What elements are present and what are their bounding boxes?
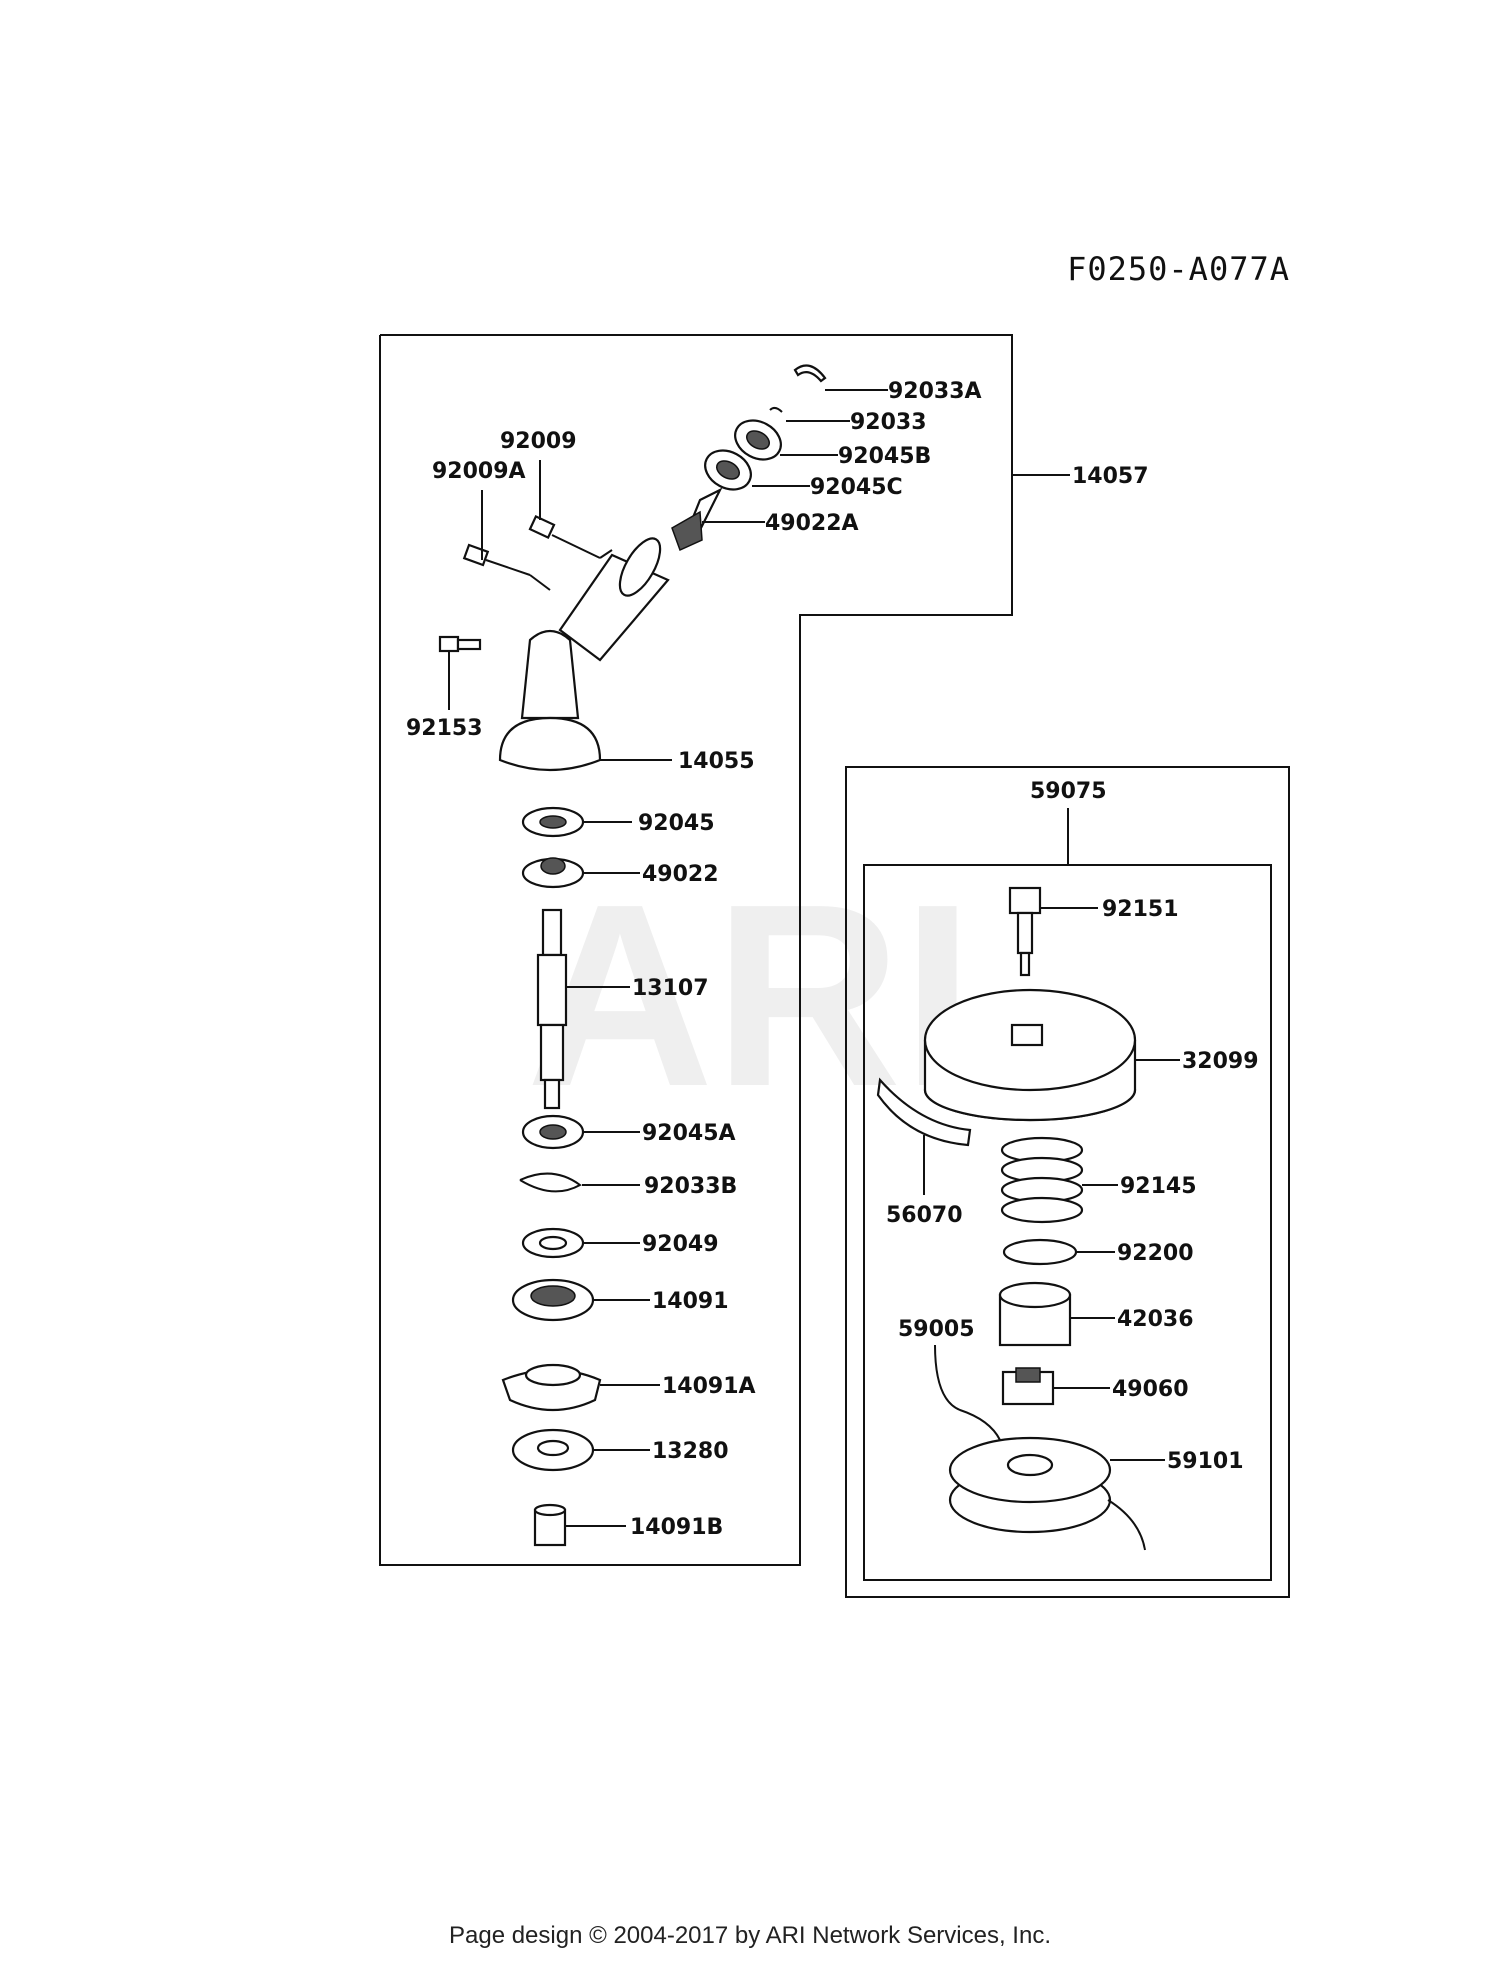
label-14055: 14055 xyxy=(678,749,755,774)
trimmer-line-59005[interactable] xyxy=(934,1344,1001,1441)
label-92045c: 92045C xyxy=(810,475,903,500)
bolt-92151[interactable] xyxy=(1008,886,1042,977)
page-footer: Page design © 2004-2017 by ARI Network S… xyxy=(448,1922,1051,1949)
cover-14091a[interactable] xyxy=(501,1363,602,1412)
label-92151: 92151 xyxy=(1102,897,1179,922)
label-92009a: 92009A xyxy=(432,459,526,484)
label-49060: 49060 xyxy=(1112,1377,1189,1402)
label-32099: 32099 xyxy=(1182,1049,1259,1074)
label-92033a: 92033A xyxy=(888,379,982,404)
washer-13280[interactable] xyxy=(511,1428,595,1472)
shaft-13107[interactable] xyxy=(536,908,568,1110)
spool-59101[interactable] xyxy=(948,1436,1146,1551)
label-56070[interactable] xyxy=(876,1077,972,1147)
gear-49022[interactable] xyxy=(521,857,585,889)
cutter-head-outer-boundary xyxy=(845,766,1290,1598)
label-92033b: 92033B xyxy=(644,1174,737,1199)
screw-92009[interactable] xyxy=(528,514,601,559)
label-49022a: 49022A xyxy=(765,511,859,536)
label-14091a: 14091A xyxy=(662,1374,756,1399)
circlip-92033b[interactable] xyxy=(519,1172,582,1193)
bearing-92045c[interactable] xyxy=(698,443,757,497)
bearing-92045[interactable] xyxy=(521,806,585,838)
label-59075: 59075 xyxy=(1030,779,1107,804)
label-92045: 92045 xyxy=(638,811,715,836)
circlip-92033a[interactable] xyxy=(793,364,827,383)
diagram-code: F0250-A077A xyxy=(1067,250,1290,288)
label-14091: 14091 xyxy=(652,1289,729,1314)
knob-42036[interactable] xyxy=(998,1281,1072,1347)
gear-case-14055[interactable] xyxy=(498,532,670,772)
label-14091b: 14091B xyxy=(630,1515,723,1540)
washer-92049[interactable] xyxy=(521,1227,585,1259)
bearing-92045b[interactable] xyxy=(728,413,787,467)
washer-92200[interactable] xyxy=(1002,1238,1078,1266)
label-92045b: 92045B xyxy=(838,444,931,469)
label-59101: 59101 xyxy=(1167,1449,1244,1474)
screw-92009a[interactable] xyxy=(462,543,531,576)
collar-14091b[interactable] xyxy=(533,1503,567,1547)
label-92145: 92145 xyxy=(1120,1174,1197,1199)
bearing-92045a[interactable] xyxy=(521,1114,585,1150)
label-92049: 92049 xyxy=(642,1232,719,1257)
gear-case-assembly-boundary xyxy=(379,334,1013,1566)
watermark: ARI xyxy=(526,851,974,1141)
label-13280: 13280 xyxy=(652,1439,729,1464)
bolt-92153[interactable] xyxy=(438,635,482,653)
label-14057: 14057 xyxy=(1072,464,1149,489)
label-13107: 13107 xyxy=(632,976,709,1001)
label-92200: 92200 xyxy=(1117,1241,1194,1266)
label-92153: 92153 xyxy=(406,716,483,741)
spring-92145[interactable] xyxy=(1000,1136,1084,1224)
label-59005: 59005 xyxy=(898,1317,975,1342)
label-49022: 49022 xyxy=(642,862,719,887)
label-56070: 56070 xyxy=(886,1203,963,1228)
nut-49060[interactable] xyxy=(1001,1367,1055,1406)
label-42036: 42036 xyxy=(1117,1307,1194,1332)
label-92009: 92009 xyxy=(500,429,577,454)
clip-92033[interactable] xyxy=(769,406,783,413)
spool-case-32099[interactable] xyxy=(923,988,1137,1122)
bevel-gear-49022a[interactable] xyxy=(671,487,723,552)
label-92033: 92033 xyxy=(850,410,927,435)
holder-14091[interactable] xyxy=(511,1278,595,1322)
label-92045a: 92045A xyxy=(642,1121,736,1146)
